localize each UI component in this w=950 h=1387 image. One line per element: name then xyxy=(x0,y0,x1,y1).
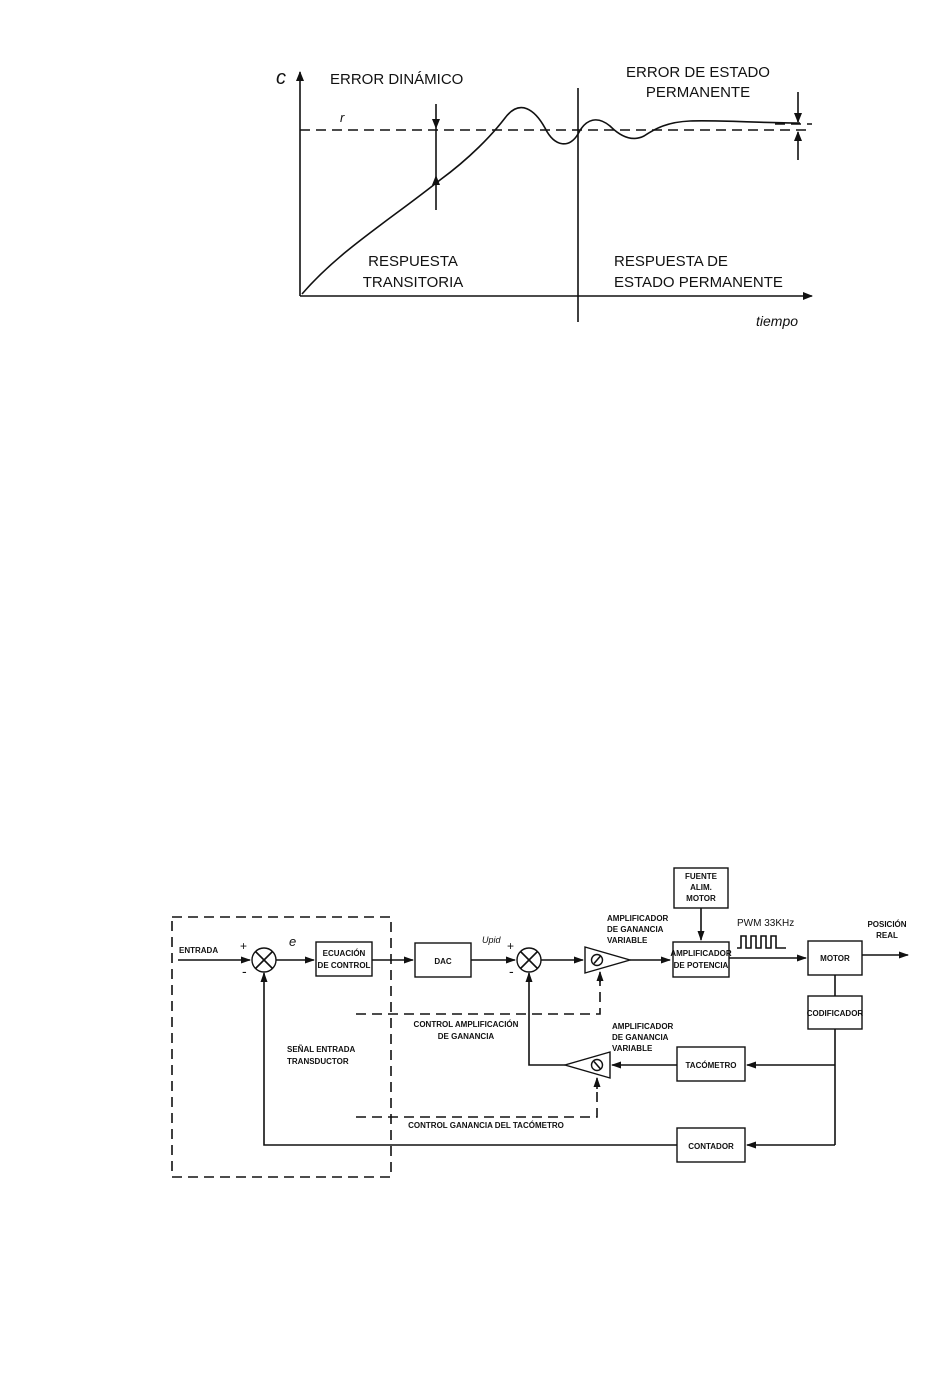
transient-label-1: RESPUESTA xyxy=(368,253,458,270)
pwm-label: PWM 33KHz xyxy=(737,918,794,929)
error-label: e xyxy=(289,934,296,949)
block-diagram: ENTRADA + - e ECUACIÓN DE CONTROL DAC Up… xyxy=(171,867,909,1178)
steady-error-label-2: PERMANENTE xyxy=(646,84,750,101)
source-label-1: FUENTE xyxy=(685,872,718,881)
plus-sign-2: + xyxy=(507,939,514,953)
var-amp-1-label-2: DE GANANCIA xyxy=(607,925,664,934)
counter-to-sum1-feedback xyxy=(263,974,677,1146)
tachometer-label: TACÓMETRO xyxy=(686,1061,737,1070)
variable-gain-amplifier-2 xyxy=(562,1051,611,1079)
tacho-gain-control-label: CONTROL GANANCIA DEL TACÓMETRO xyxy=(408,1121,564,1130)
minus-sign-1: - xyxy=(242,963,247,979)
reference-label: r xyxy=(340,110,345,125)
summing-junction-2 xyxy=(516,947,542,973)
transducer-label-1: SEÑAL ENTRADA xyxy=(287,1045,356,1054)
var-amp-1-label-3: VARIABLE xyxy=(607,936,648,945)
control-equation-block xyxy=(315,941,373,977)
power-amp-label-2: DE POTENCIA xyxy=(674,961,729,970)
var-amp-2-label-1: AMPLIFICADOR xyxy=(612,1022,674,1031)
steady-response-label-2: ESTADO PERMANENTE xyxy=(614,274,783,291)
gain-control-label-2: DE GANANCIA xyxy=(438,1032,495,1041)
var-amp-1-label-1: AMPLIFICADOR xyxy=(607,914,669,923)
gain-control-label-1: CONTROL AMPLIFICACIÓN xyxy=(414,1020,519,1029)
real-position-label-2: REAL xyxy=(876,931,898,940)
y-axis-label: c xyxy=(276,67,286,89)
gain-control-dashed-line xyxy=(356,977,601,1015)
real-position-label-1: POSICIÓN xyxy=(867,920,906,929)
dynamic-error-label: ERROR DINÁMICO xyxy=(330,71,463,88)
tachometer-block xyxy=(676,1046,746,1082)
var-amp-2-label-2: DE GANANCIA xyxy=(612,1033,669,1042)
transient-label-2: TRANSITORIA xyxy=(363,274,464,291)
counter-label: CONTADOR xyxy=(688,1142,734,1151)
power-amplifier-block xyxy=(672,941,730,978)
source-label-2: ALIM. xyxy=(690,883,712,892)
encoder-label: CODIFICADOR xyxy=(807,1009,864,1018)
var-amp-2-label-3: VARIABLE xyxy=(612,1044,653,1053)
transducer-label-2: TRANSDUCTOR xyxy=(287,1057,349,1066)
variable-gain-amplifier-1 xyxy=(584,946,633,974)
dac-label: DAC xyxy=(434,957,452,966)
source-label-3: MOTOR xyxy=(686,894,716,903)
summing-junction-1 xyxy=(251,947,277,973)
response-figure: c r ERROR DINÁMICO ERROR DE ESTADO PERMA… xyxy=(276,64,813,329)
control-equation-label-1: ECUACIÓN xyxy=(323,949,366,958)
steady-error-label-1: ERROR DE ESTADO xyxy=(626,64,770,81)
input-label: ENTRADA xyxy=(179,946,218,955)
motor-block xyxy=(807,940,863,976)
pwm-waveform-icon xyxy=(737,935,786,949)
amp-to-sum2-feedback xyxy=(528,974,565,1066)
control-equation-label-2: DE CONTROL xyxy=(318,961,371,970)
tacho-gain-control-dashed-line xyxy=(356,1085,598,1118)
motor-label: MOTOR xyxy=(820,954,850,963)
plus-sign-1: + xyxy=(240,939,247,953)
upid-label: Upid xyxy=(482,935,502,945)
steady-response-label-1: RESPUESTA DE xyxy=(614,253,728,270)
x-axis-label: tiempo xyxy=(756,313,798,329)
power-amp-label-1: AMPLIFICADOR xyxy=(670,949,732,958)
minus-sign-2: - xyxy=(509,963,514,979)
counter-block xyxy=(676,1127,746,1163)
